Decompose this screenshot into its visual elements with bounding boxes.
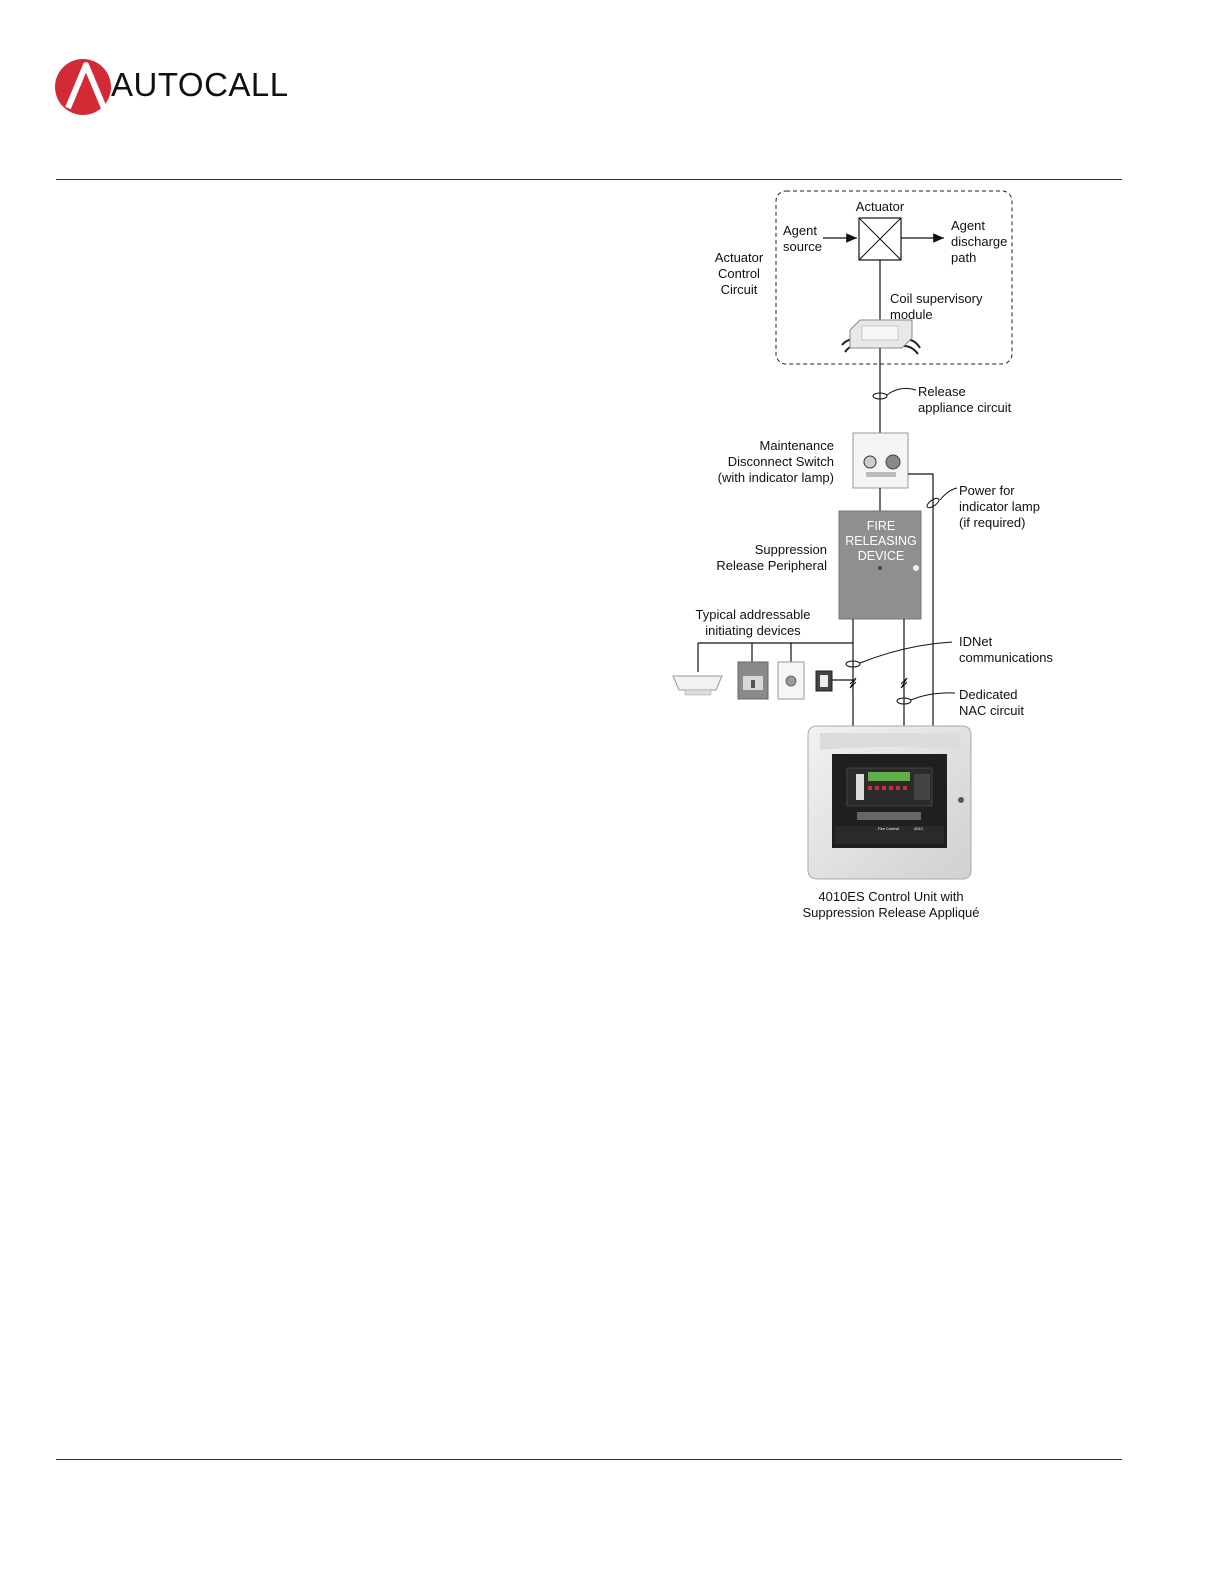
smoke-detector-icon: [672, 675, 723, 696]
idnet-label: IDNet communications: [959, 634, 1053, 665]
dedicated-nac-label: Dedicated NAC circuit: [959, 687, 1025, 718]
autocall-logo: [55, 59, 111, 115]
fire-releasing-device-cabinet: [838, 510, 922, 620]
pull-station-icon: [737, 661, 769, 700]
initiating-devices-label: Typical addressable initiating devices: [695, 607, 811, 638]
actuator-label: Actuator: [855, 199, 905, 214]
footer-rule: [56, 1459, 1122, 1460]
maintenance-switch-label: Maintenance Disconnect Switch (with indi…: [717, 438, 834, 485]
maintenance-switch-icon: [852, 432, 909, 489]
release-appliance-label: Release appliance circuit: [918, 384, 1012, 415]
coil-supervisory-module-icon: [841, 319, 921, 355]
brand-name: AUTOCALL: [111, 66, 289, 103]
actuator-icon: [858, 217, 902, 261]
coil-supervisory-label: Coil supervisory module: [890, 291, 983, 322]
control-unit-label: 4010ES Control Unit with Suppression Rel…: [802, 889, 980, 920]
actuator-control-circuit-label: Actuator Control Circuit: [714, 250, 764, 297]
manual-release-station-icon: [777, 661, 805, 700]
panel-model-label: 4010: [914, 826, 923, 831]
wire-break-icon: [900, 677, 908, 689]
agent-discharge-label: Agent discharge path: [951, 218, 1008, 265]
wire-break-icon: [849, 677, 857, 689]
header-rule: [56, 179, 1122, 180]
actuator-enclosure: [775, 190, 1013, 365]
monitor-module-icon: [815, 670, 833, 692]
power-indicator-label: Power for indicator lamp (if required): [959, 483, 1040, 530]
panel-fire-control-label: Fire Control: [878, 826, 899, 831]
agent-source-label: Agent source: [783, 223, 823, 254]
triangle-a-logo-icon: [65, 62, 107, 110]
suppression-peripheral-label: Suppression Release Peripheral: [716, 542, 827, 573]
control-unit-cabinet: [807, 725, 972, 880]
fire-releasing-device-label: FIRE RELEASING DEVICE: [845, 519, 917, 563]
